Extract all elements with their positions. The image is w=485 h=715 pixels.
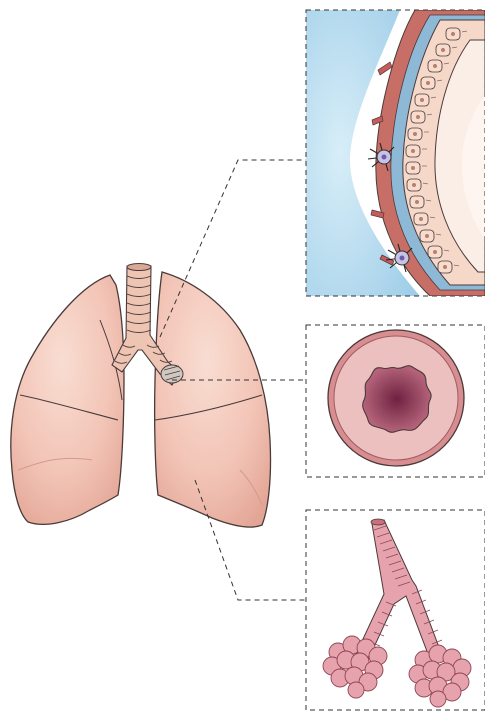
panel-bronchus bbox=[306, 325, 485, 477]
panel-bronchiole bbox=[306, 510, 485, 710]
lungs bbox=[11, 264, 271, 528]
panel-airway-wall bbox=[306, 10, 485, 296]
bronchus-lumen bbox=[363, 366, 431, 433]
right-lung bbox=[11, 275, 124, 524]
